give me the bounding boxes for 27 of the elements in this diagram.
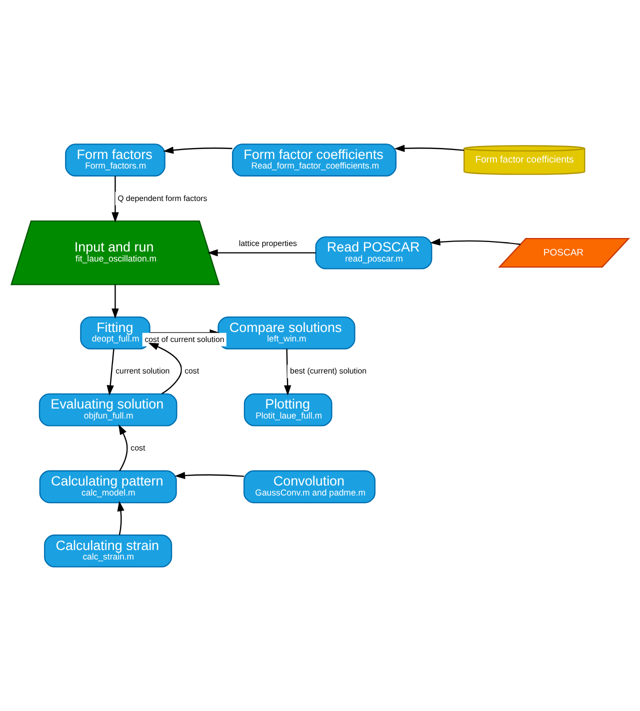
node-box: Calculating pattern calc_model.m xyxy=(39,470,177,504)
node-box: Read POSCAR read_poscar.m xyxy=(315,236,432,270)
arrow xyxy=(106,348,114,396)
node-box: Form factors Form_factors.m xyxy=(65,144,166,176)
node-box: Evaluating solution objfun_full.m xyxy=(38,393,178,426)
arrow xyxy=(118,424,128,472)
edge-label: lattice properties xyxy=(238,239,297,248)
arrow xyxy=(148,342,182,394)
edge-label: Q dependent form factors xyxy=(118,194,208,203)
node-box: Convolution GaussConv.m and padme.m xyxy=(243,470,376,504)
arrow xyxy=(112,284,119,319)
arrow xyxy=(430,238,520,246)
edge-label: cost of current solution xyxy=(144,335,224,344)
edge-label: current solution xyxy=(116,366,170,376)
arrow xyxy=(207,249,316,256)
node-box: Form factor coefficients Read_form_factor_coefficients.m xyxy=(232,144,397,176)
arrow xyxy=(284,348,292,396)
arrow xyxy=(394,144,464,152)
edge-label: cost xyxy=(184,366,200,376)
arrow xyxy=(163,146,232,154)
edge-label: cost xyxy=(130,444,146,453)
node-box: Plotting Plotit_laue_full.m xyxy=(244,393,332,426)
edge-label: best (current) solution xyxy=(290,366,367,376)
arrow xyxy=(174,472,244,480)
node-box: Calculating strain calc_strain.m xyxy=(44,534,172,568)
arrow xyxy=(117,500,124,536)
arrow xyxy=(112,176,119,223)
